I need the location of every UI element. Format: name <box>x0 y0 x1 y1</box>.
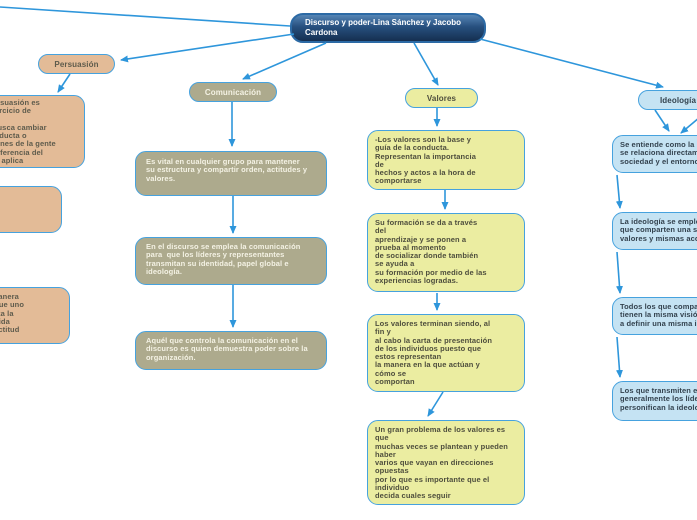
branch-node-comunicacion[interactable]: Comunicación <box>189 82 277 102</box>
connector-central-offscreen-left <box>0 6 291 27</box>
concept-box-persuasion-3[interactable]: la manera en que uno utiliza la medida d… <box>0 287 70 344</box>
concept-box-comunicacion-3[interactable]: Aquél que controla la comunicación en el… <box>135 331 327 370</box>
concept-box-ideologia-2[interactable]: La ideología se emplea en grupos que com… <box>612 212 697 250</box>
concept-box-comunicacion-2[interactable]: En el discurso se emplea la comunicación… <box>135 237 327 285</box>
connector-persuasion-box1 <box>57 73 71 93</box>
connector-offscreen-ibox1 <box>680 118 697 134</box>
connector-central-persuasion <box>120 33 295 63</box>
branch-node-valores[interactable]: Valores <box>405 88 478 108</box>
connector-vbox3-vbox4 <box>427 391 444 417</box>
concept-box-ideologia-3[interactable]: Todos los que comparten ideología tienen… <box>612 297 697 335</box>
connector-ibox1-ibox2 <box>615 174 623 209</box>
central-topic-node[interactable]: Discurso y poder-Lina Sánchez y Jacobo C… <box>290 13 486 43</box>
concept-box-ideologia-4[interactable]: Los que transmiten el discurso son gener… <box>612 381 697 421</box>
concept-box-persuasion-2[interactable] <box>0 186 62 233</box>
connector-central-valores <box>413 42 439 86</box>
concept-box-valores-2[interactable]: Su formación se da a través del aprendiz… <box>367 213 525 292</box>
connector-ibox3-ibox4 <box>615 336 623 378</box>
connector-ibox2-ibox3 <box>615 251 623 294</box>
connector-ideologia-box1 <box>654 109 670 132</box>
concept-box-ideologia-1[interactable]: Se entiende como la manera en que se rel… <box>612 135 697 173</box>
concept-box-valores-4[interactable]: Un gran problema de los valores es que m… <box>367 420 525 505</box>
branch-node-ideologia[interactable]: Ideología <box>638 90 697 110</box>
concept-box-comunicacion-1[interactable]: Es vital en cualquier grupo para mantene… <box>135 151 327 196</box>
connector-central-comunicacion <box>242 42 327 80</box>
concept-box-valores-1[interactable]: -Los valores son la base y guía de la co… <box>367 130 525 190</box>
concept-box-persuasion-1[interactable]: La persuasión es un ejercicio de poder q… <box>0 95 85 168</box>
connector-central-ideologia <box>479 38 664 89</box>
concept-box-valores-3[interactable]: Los valores terminan siendo, al fin y al… <box>367 314 525 392</box>
branch-node-persuasion[interactable]: Persuasión <box>38 54 115 74</box>
